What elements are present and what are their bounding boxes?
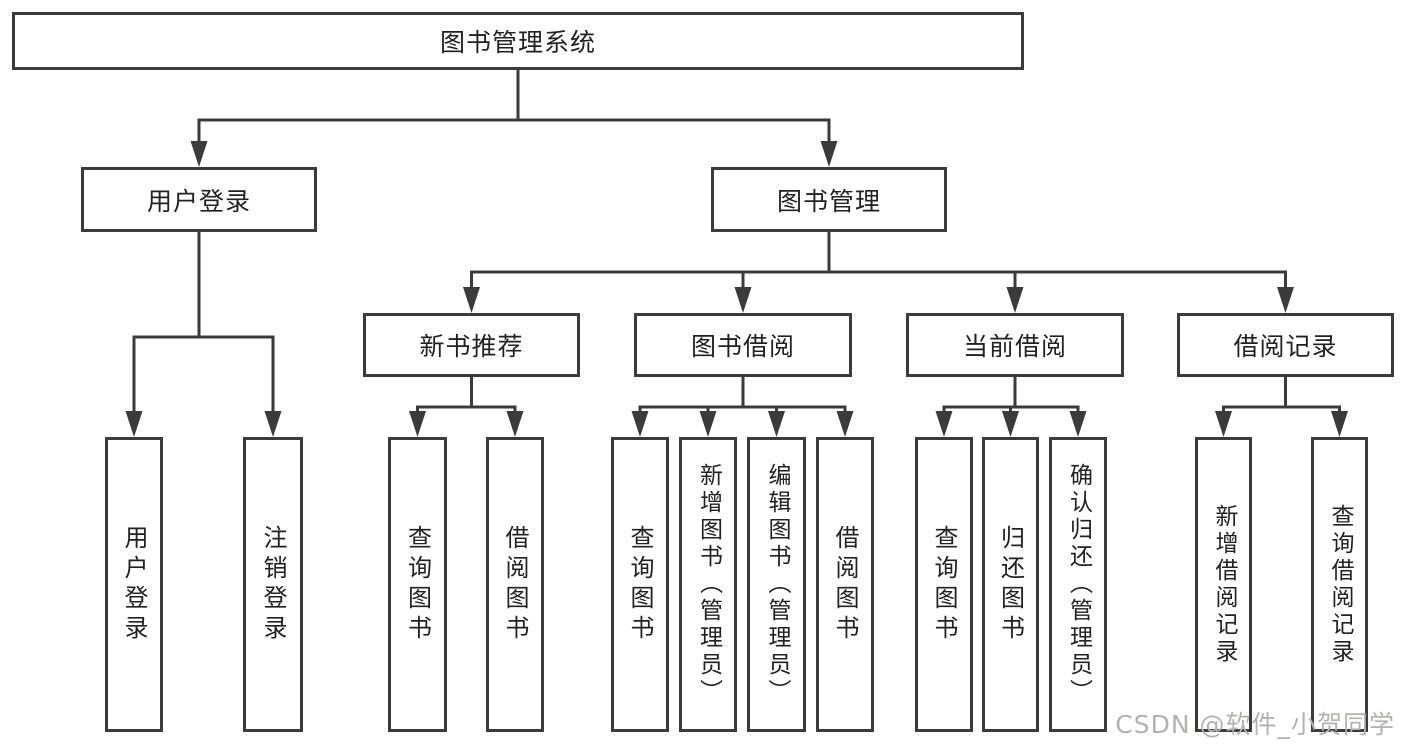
node-label: 借阅记录 [1233, 332, 1338, 361]
node-bw-borrow: 借阅图书 [816, 437, 874, 732]
arrowhead [409, 411, 426, 437]
node-label: 查询图书 [626, 524, 654, 645]
arrowhead [264, 411, 282, 437]
node-label: 注销登录 [259, 524, 287, 645]
arrowhead [631, 411, 649, 437]
node-label: 用户登录 [120, 524, 148, 645]
arrowhead [190, 141, 208, 167]
node-label: 图书管理 [776, 186, 881, 216]
node-bw-edit: 编辑图书（管理员） [747, 437, 806, 732]
node-label: 图书借阅 [690, 332, 795, 361]
node-label: 图书管理系统 [439, 28, 596, 57]
arrowhead [836, 411, 854, 437]
arrowhead [1069, 411, 1087, 437]
arrowhead [463, 287, 480, 313]
arrowhead [768, 411, 785, 437]
node-nb-search: 查询图书 [388, 437, 447, 732]
node-bw-add: 新增图书（管理员） [679, 437, 737, 732]
node-label: 查询图书 [930, 524, 958, 645]
node-label: 查询借阅记录 [1327, 503, 1353, 666]
node-root: 图书管理系统 [12, 12, 1024, 70]
node-cu-return: 归还图书 [982, 437, 1039, 732]
node-rc-add: 新增借阅记录 [1195, 437, 1252, 732]
node-rc-search: 查询借阅记录 [1311, 437, 1368, 732]
node-label: 确认归还（管理员） [1065, 463, 1092, 706]
node-new-books: 新书推荐 [363, 313, 580, 377]
node-label: 新书推荐 [419, 332, 524, 361]
node-label: 查询图书 [403, 524, 432, 645]
arrowhead [1002, 411, 1019, 437]
node-label: 借阅图书 [501, 524, 529, 645]
node-label: 当前借阅 [962, 332, 1067, 361]
node-nb-borrow: 借阅图书 [486, 437, 544, 732]
node-bw-search: 查询图书 [611, 437, 669, 732]
arrowhead [1006, 287, 1024, 313]
node-label: 归还图书 [996, 524, 1025, 645]
node-label: 用户登录 [146, 186, 251, 216]
arrowhead [1277, 287, 1294, 313]
arrowhead [1215, 411, 1232, 437]
node-cu-search: 查询图书 [915, 437, 973, 732]
arrowhead [734, 287, 752, 313]
node-cu-confirm: 确认归还（管理员） [1049, 437, 1107, 732]
node-user-login: 用户登录 [81, 167, 317, 232]
node-borrowing: 图书借阅 [634, 313, 852, 377]
node-label: 编辑图书（管理员） [764, 463, 790, 706]
node-login: 用户登录 [105, 437, 163, 732]
node-records: 借阅记录 [1177, 313, 1394, 377]
node-current: 当前借阅 [906, 313, 1124, 377]
node-label: 借阅图书 [831, 524, 859, 645]
arrowhead [506, 411, 524, 437]
node-book-mgmt: 图书管理 [711, 167, 947, 232]
node-logout: 注销登录 [243, 437, 303, 732]
node-label: 新增借阅记录 [1211, 503, 1237, 666]
arrowhead [699, 411, 717, 437]
arrowhead [935, 411, 953, 437]
arrowhead [125, 411, 143, 437]
arrowhead [1331, 411, 1348, 437]
arrowhead [820, 141, 838, 167]
node-label: 新增图书（管理员） [695, 463, 722, 706]
